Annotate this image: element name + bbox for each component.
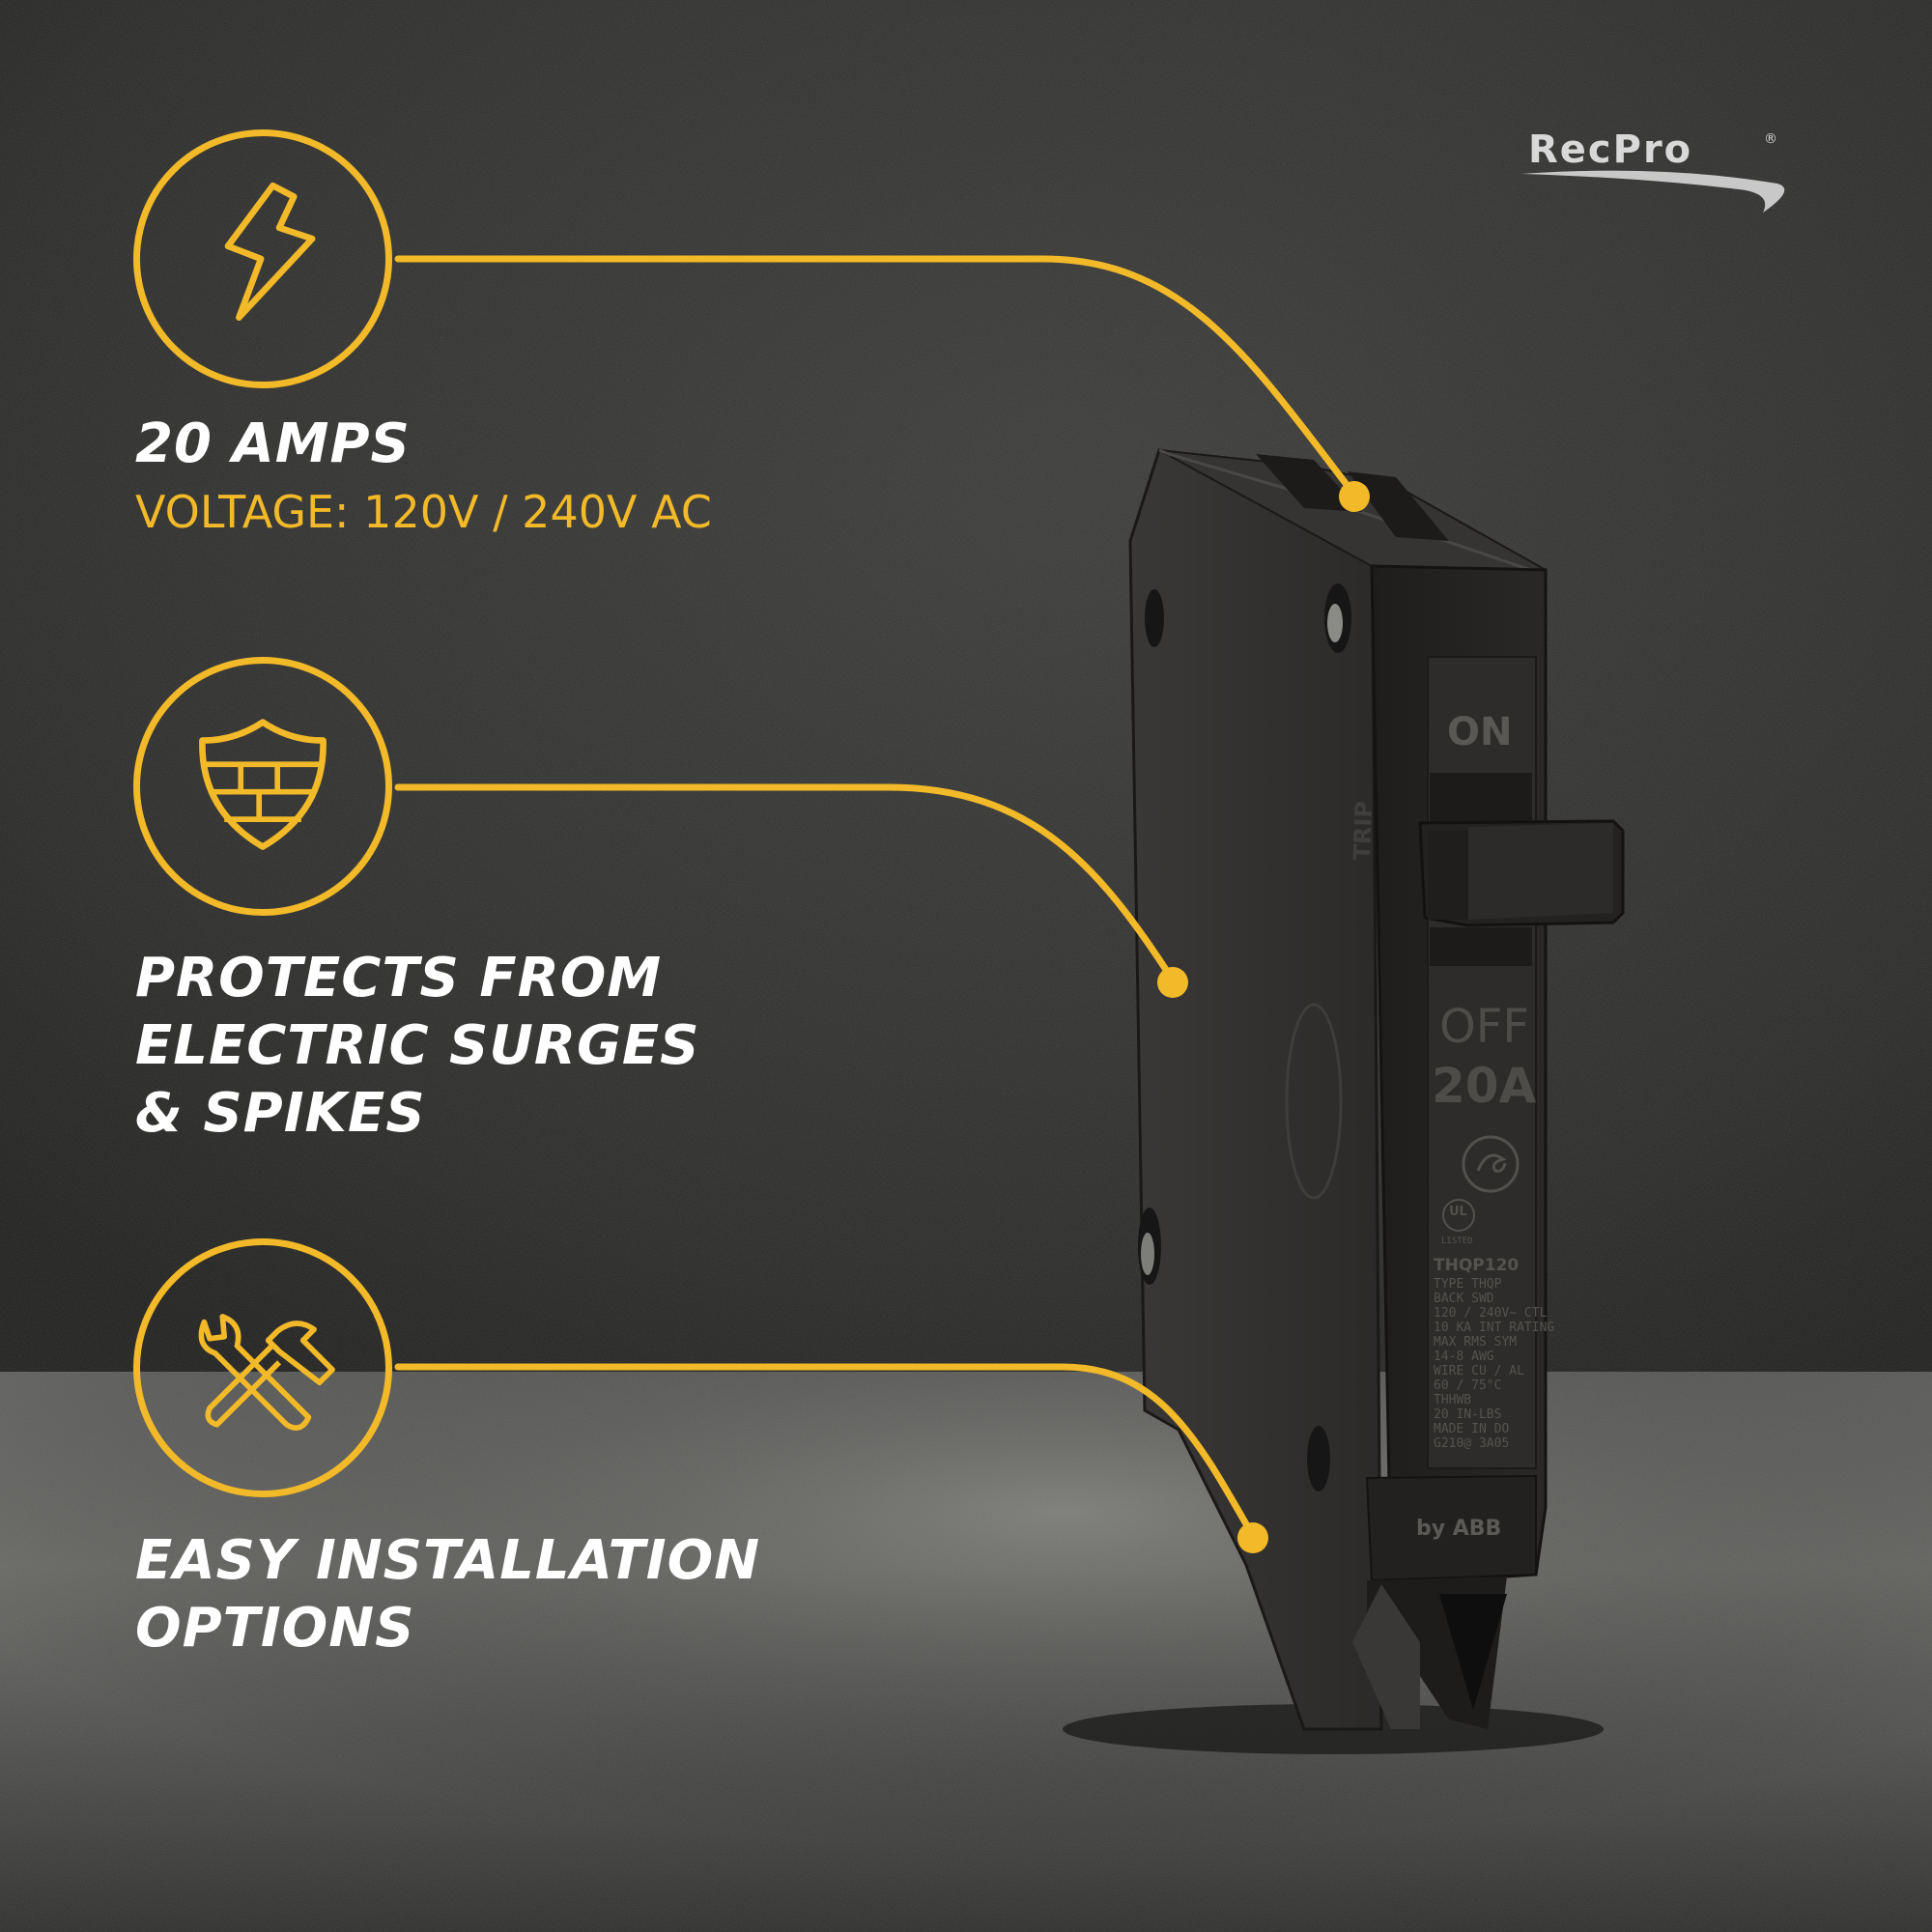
fine-print-line: 120 / 240V~ CTL (1434, 1306, 1548, 1321)
model-number: THQP120 (1434, 1256, 1520, 1275)
feature-icon-circle-1 (133, 129, 392, 388)
feature-title-1: 20 AMPS (135, 411, 411, 478)
fine-print-line: 20 IN-LBS (1434, 1407, 1502, 1422)
fine-print-line: TYPE THQP (1434, 1277, 1502, 1292)
callout-lines (394, 255, 1358, 1540)
fine-print-line: 14-8 AWG (1434, 1350, 1494, 1364)
off-label: OFF (1439, 1000, 1529, 1054)
fine-print: TYPE THQP BACK SWD 120 / 240V~ CTL 10 KA… (1434, 1277, 1554, 1451)
feature-title-line: PROTECTS FROM (135, 947, 663, 1009)
feature-title-line: ELECTRIC SURGES (135, 1014, 700, 1077)
fine-print-line: 10 KA INT RATING (1434, 1321, 1555, 1335)
trip-label: TRIP (1349, 800, 1378, 861)
on-label: ON (1447, 710, 1513, 754)
callout-dot-1 (1339, 481, 1370, 512)
fine-print-line: WIRE CU / AL (1434, 1364, 1524, 1378)
fine-print-line: 60 / 75°C (1434, 1378, 1502, 1393)
ul-logo-icon (1442, 1199, 1475, 1232)
fine-print-line: MAX RMS SYM (1434, 1335, 1518, 1350)
ul-listed: LISTED (1441, 1236, 1473, 1246)
lightning-bolt-icon (224, 182, 316, 321)
feature-title-line: OPTIONS (135, 1597, 415, 1660)
fine-print-line: THHWB (1434, 1393, 1472, 1407)
ul-mark: UL (1449, 1205, 1467, 1219)
brand-swoosh (1521, 170, 1785, 213)
brand-name: RecPro (1528, 128, 1693, 172)
feature-title-line: EASY INSTALLATION (135, 1529, 761, 1592)
feature-subtitle-1: VOLTAGE: 120V / 240V AC (135, 486, 712, 538)
fine-print-line: MADE IN DO (1434, 1422, 1510, 1436)
feature-title-line: 20 AMPS (135, 412, 411, 475)
fine-print-line: BACK SWD (1434, 1292, 1494, 1306)
brand-reg-mark: ® (1764, 131, 1777, 147)
feature-icon-circle-3 (133, 1238, 392, 1497)
feature-icon-circle-2 (133, 657, 392, 916)
fine-print-line: G210@ 3A05 (1434, 1436, 1510, 1451)
amp-rating-label: 20A (1432, 1058, 1537, 1114)
circuit-breaker (1128, 448, 1625, 1731)
maker-tag: by ABB (1416, 1517, 1502, 1541)
feature-title-2: PROTECTS FROM ELECTRIC SURGES & SPIKES (135, 945, 700, 1148)
feature-title-3: EASY INSTALLATION OPTIONS (135, 1527, 760, 1662)
ge-logo-icon (1462, 1135, 1520, 1193)
callout-dot-3 (1237, 1522, 1268, 1553)
wrench-hammer-icon (198, 1314, 335, 1431)
callout-dot-2 (1157, 967, 1188, 998)
feature-title-line: & SPIKES (135, 1082, 426, 1145)
shield-icon (199, 719, 327, 850)
